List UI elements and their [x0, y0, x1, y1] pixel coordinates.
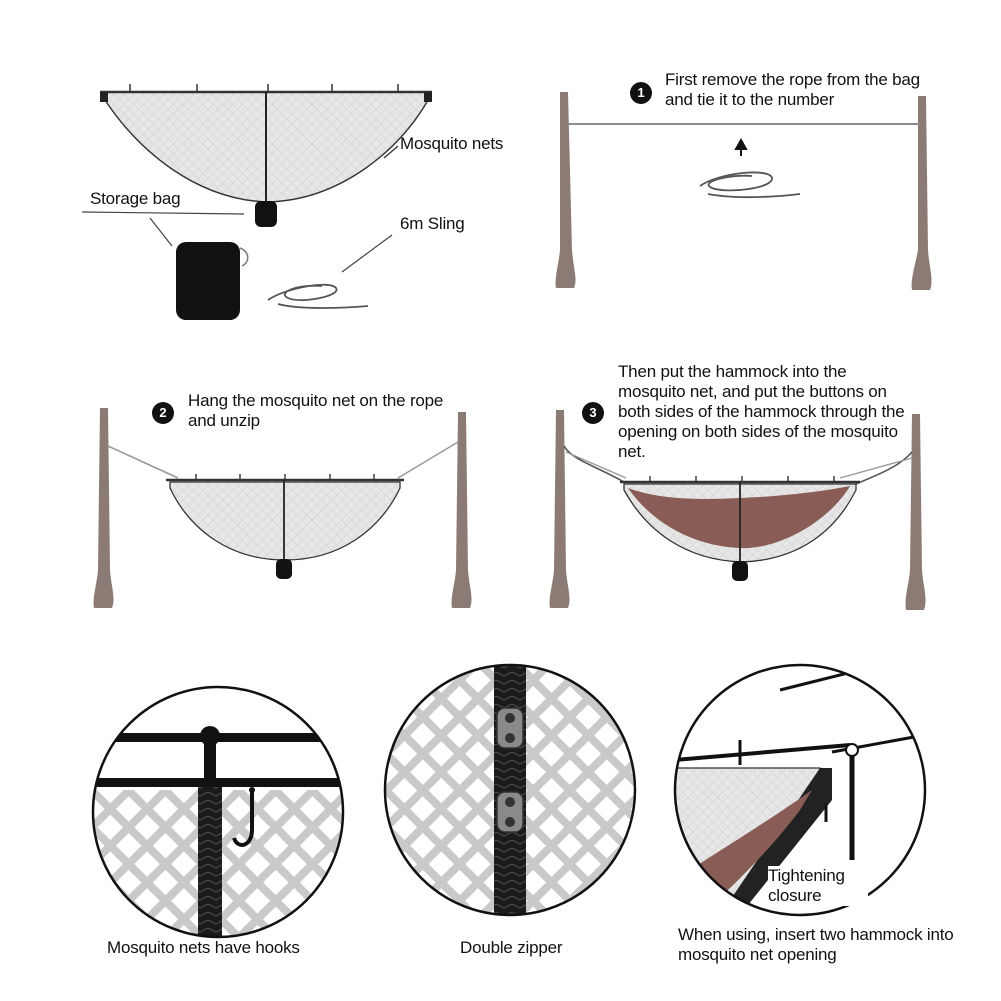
hanging-net-step2 [169, 481, 401, 561]
hooks-detail-circle [91, 685, 345, 939]
parts-overview [81, 84, 432, 320]
rope-coil [699, 171, 801, 199]
hammock-in-net [628, 486, 850, 549]
label-double-zipper: Double zipper [460, 938, 563, 957]
attached-pouch [255, 201, 277, 227]
tree-right-step2 [451, 412, 472, 608]
step1-illustration [555, 92, 932, 290]
label-hooks: Mosquito nets have hooks [107, 938, 300, 957]
zipper-slider-top [496, 707, 524, 749]
hook-clip [200, 726, 220, 746]
label-sling: 6m Sling [400, 214, 465, 233]
sling-coil [267, 283, 369, 309]
closure-toggle [845, 743, 859, 757]
step2-illustration [93, 408, 472, 608]
storage-bag-shape [176, 242, 240, 320]
step3-text: Then put the hammock into the mosquito n… [618, 362, 905, 461]
step1-number-badge: 1 [630, 82, 652, 104]
tree-left-step1 [555, 92, 576, 288]
step3-illustration [549, 410, 926, 610]
label-when-using: When using, insert two hammock into mosq… [678, 925, 954, 964]
label-mosquito-nets: Mosquito nets [400, 134, 504, 153]
tree-right-step3 [905, 414, 926, 610]
tree-right-step1 [911, 96, 932, 290]
zipper-slider-bottom [496, 791, 524, 833]
tree-left-step3 [549, 410, 570, 608]
zipper-detail-circle [383, 663, 637, 917]
step2-text: Hang the mosquito net on the rope and un… [188, 391, 444, 430]
step2-number-badge: 2 [152, 402, 174, 424]
step3-number-badge: 3 [582, 402, 604, 424]
label-tightening-closure: Tightening closure [768, 866, 868, 906]
hook-icon [232, 792, 254, 847]
step1-text: First remove the rope from the bag and t… [665, 70, 920, 109]
label-storage-bag: Storage bag [90, 189, 181, 208]
tree-left-step2 [93, 408, 114, 608]
